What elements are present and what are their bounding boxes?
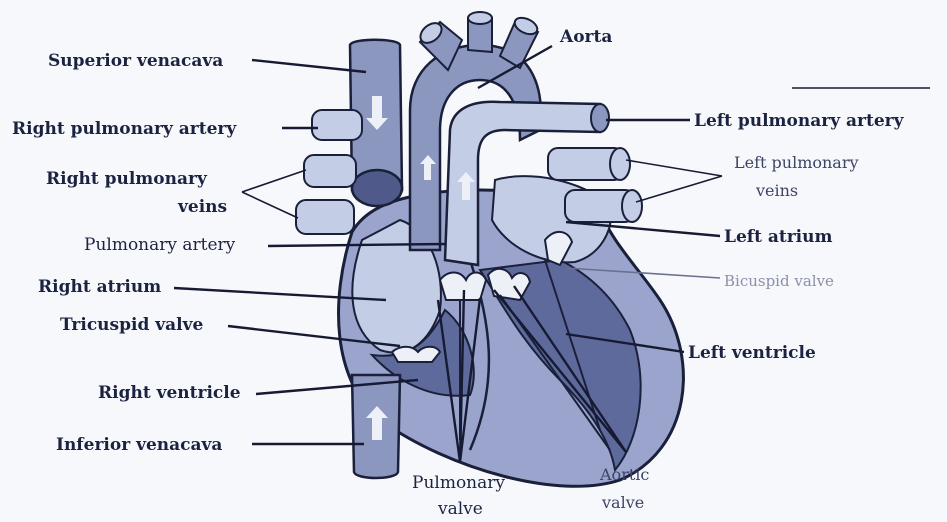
label-right-pulmonary-veins-line2: veins <box>177 197 227 217</box>
label-aortic-valve-line1: Aortic <box>599 465 649 484</box>
label-right-ventricle: Right ventricle <box>98 383 241 403</box>
left-pulmonary-artery-opening <box>591 104 609 132</box>
right-pulmonary-vein-upper <box>304 155 356 187</box>
label-left-atrium: Left atrium <box>724 227 832 247</box>
aortic-valve-shape <box>488 269 530 300</box>
tricuspid-valve-shape <box>392 347 440 362</box>
label-left-pulmonary-artery: Left pulmonary artery <box>694 111 905 131</box>
label-left-pulmonary-veins-line2: veins <box>755 181 798 200</box>
label-superior-venacava: Superior venacava <box>48 51 223 71</box>
left-pulmonary-vein-upper-opening <box>610 148 630 180</box>
aortic-branch-2-opening <box>468 12 492 24</box>
label-bicuspid-valve: Bicuspid valve <box>724 272 834 290</box>
label-right-pulmonary-veins-line1: Right pulmonary <box>46 169 208 189</box>
label-left-ventricle: Left ventricle <box>688 343 816 363</box>
label-pulmonary-artery: Pulmonary artery <box>84 235 236 255</box>
leader-superior-venacava <box>252 60 366 72</box>
label-pulmonary-valve-line1: Pulmonary <box>412 473 505 493</box>
label-right-pulmonary-artery: Right pulmonary artery <box>12 119 237 139</box>
label-aorta: Aorta <box>559 27 612 47</box>
label-right-atrium: Right atrium <box>38 277 161 297</box>
label-pulmonary-valve-line2: valve <box>437 499 483 519</box>
label-left-pulmonary-veins-line1: Left pulmonary <box>734 153 859 172</box>
right-pulmonary-artery-vessel <box>312 110 362 140</box>
right-pulmonary-vein-lower <box>296 200 354 234</box>
label-aortic-valve-line2: valve <box>601 493 644 512</box>
superior-venacava-opening <box>352 170 402 206</box>
label-inferior-venacava: Inferior venacava <box>56 435 222 455</box>
left-pulmonary-vein-lower-opening <box>622 190 642 222</box>
label-tricuspid-valve: Tricuspid valve <box>60 315 203 335</box>
